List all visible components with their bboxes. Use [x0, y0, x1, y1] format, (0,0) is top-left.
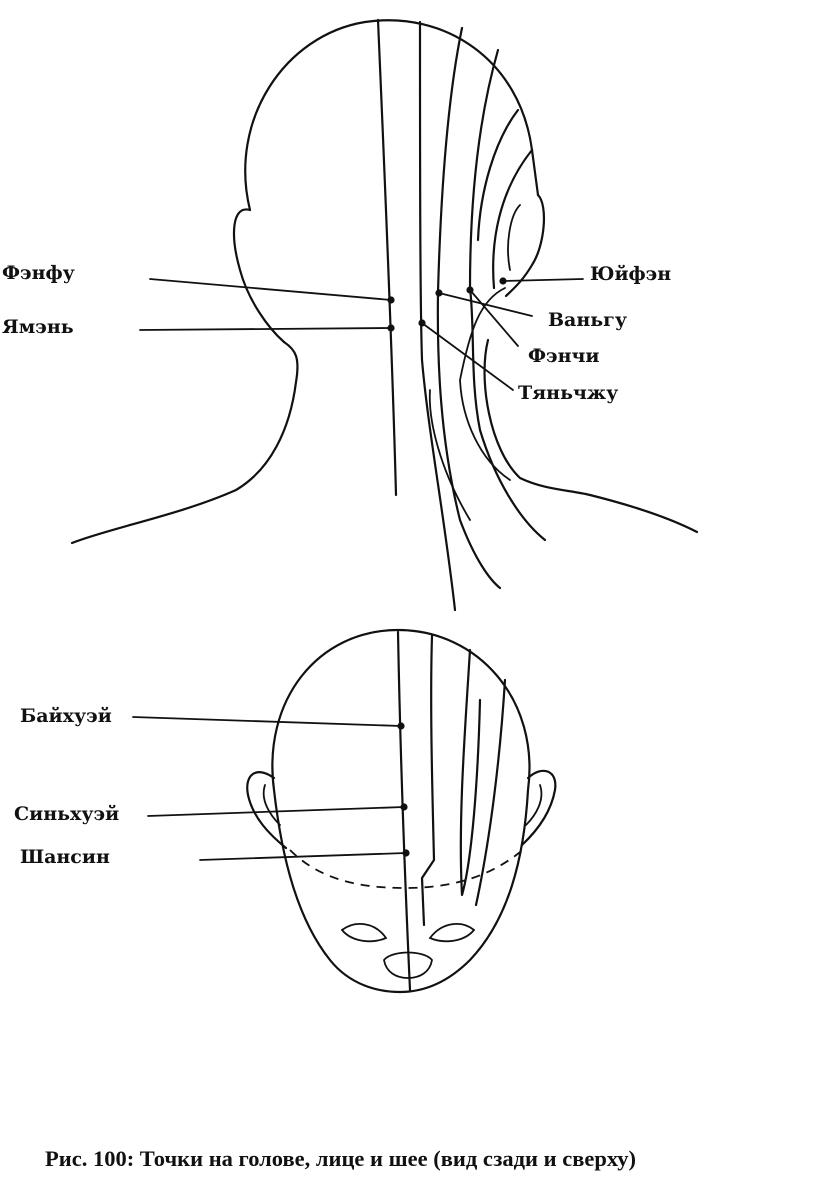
meridian-1: [418, 20, 457, 612]
label-fenfu: Фэнфу: [2, 262, 75, 284]
top-meridian-3: [474, 678, 507, 907]
skull-outline: [244, 19, 540, 212]
top-right-ear: [520, 769, 557, 847]
label-vangu: Ваньгу: [548, 309, 627, 331]
top-left-ear-inner: [262, 784, 281, 826]
meridian-4: [476, 108, 520, 242]
label-sinhuei: Синьхуэй: [14, 803, 120, 825]
head-top-view: [132, 628, 557, 994]
head-top-outline: [271, 628, 531, 994]
right-ear: [504, 193, 545, 298]
leader-yamen: [139, 327, 392, 331]
label-tianzhu: Тяньчжу: [518, 382, 619, 404]
right-neck-outline: [483, 338, 699, 534]
label-baihuei: Байхуэй: [20, 705, 112, 727]
top-midline-meridian: [396, 630, 412, 992]
meridian-5: [492, 148, 534, 290]
meridian-6: [428, 389, 471, 521]
meridian-2: [436, 26, 502, 590]
leader-sinhuei: [147, 806, 405, 817]
nose: [383, 951, 433, 979]
head-back-view: [70, 18, 699, 612]
label-fenchi: Фэнчи: [528, 345, 600, 367]
leader-tianzhu: [421, 322, 514, 391]
leader-baihuei: [132, 716, 402, 727]
figure-caption: Рис. 100: Точки на голове, лице и шее (в…: [45, 1146, 636, 1171]
top-meridian-2: [459, 648, 482, 897]
leader-fenfu: [149, 278, 392, 301]
leader-vangu: [438, 292, 533, 317]
top-left-ear: [246, 771, 288, 850]
leader-shansin: [199, 852, 407, 861]
label-yuifen: Юйфэн: [590, 263, 672, 285]
leader-yuifen: [502, 278, 584, 282]
leader-fenchi: [469, 289, 519, 347]
right-eye: [428, 923, 476, 943]
top-meridian-1: [420, 634, 436, 927]
left-ear: [232, 208, 286, 344]
label-shansin: Шансин: [20, 846, 110, 868]
left-neck-outline: [70, 340, 299, 545]
left-eye: [340, 923, 388, 943]
hairline: [289, 847, 526, 889]
label-yamen: Ямэнь: [2, 316, 74, 338]
top-right-ear-inner: [525, 784, 543, 826]
midline-meridian: [376, 18, 398, 497]
right-ear-inner: [507, 204, 521, 271]
